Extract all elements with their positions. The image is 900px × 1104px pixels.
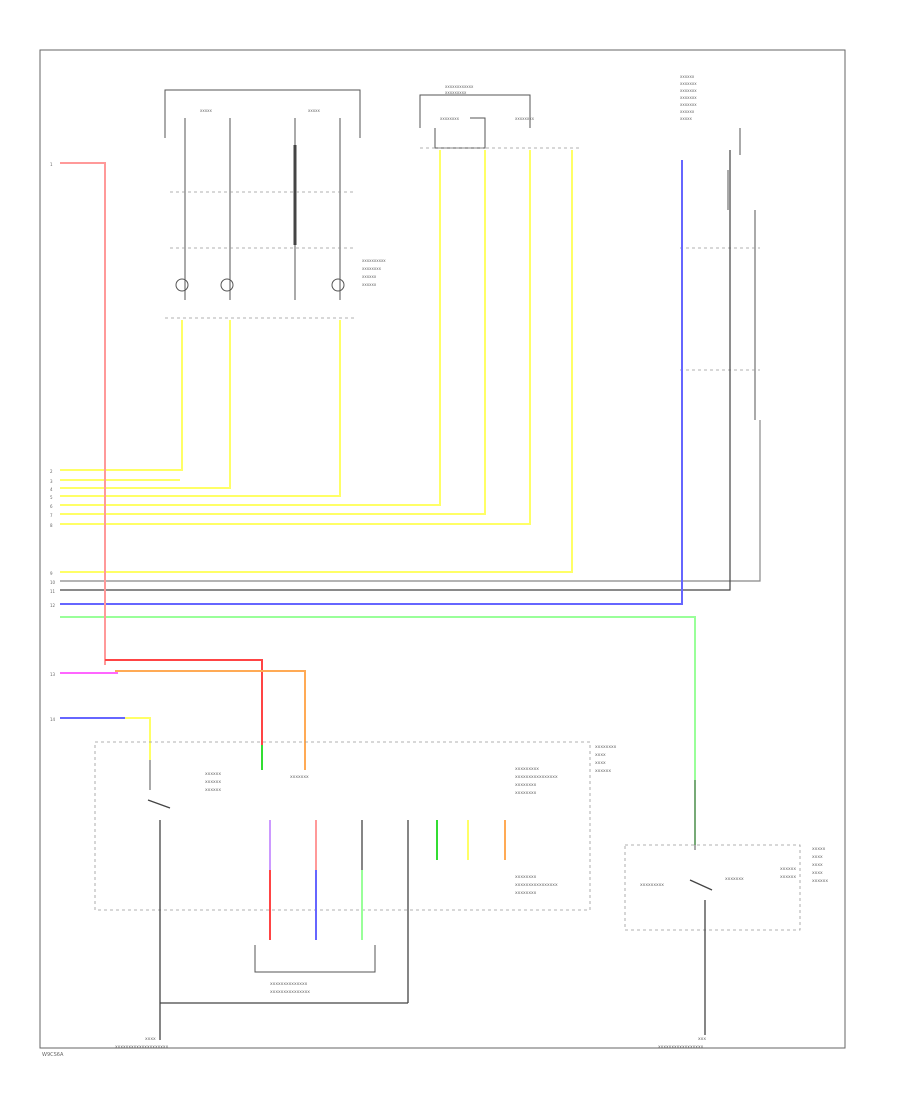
svg-text:xxxxxxxx: xxxxxxxx	[515, 891, 537, 896]
svg-text:xxxxxxxxxxxx: xxxxxxxxxxxx	[445, 84, 474, 89]
black-wire	[60, 150, 731, 591]
svg-text:xxxxxx: xxxxxx	[680, 74, 695, 79]
ground-label-left-1: xxxx	[145, 1037, 156, 1042]
pin-label-14: 14	[50, 717, 56, 722]
pink-wire	[60, 162, 106, 665]
pin-label-7: 7	[50, 513, 53, 518]
svg-text:xxxxxx: xxxxxx	[812, 879, 828, 884]
svg-text:xxxxxx: xxxxxx	[780, 867, 796, 872]
top-connector: xxxxxxxxxxxx xxxxxxxxx xxxxxxxx xxxxxxxx	[419, 84, 580, 149]
diagram-frame	[39, 49, 846, 1049]
svg-text:xxxxxxxx: xxxxxxxx	[362, 266, 382, 271]
gray-wire	[60, 420, 761, 582]
svg-text:xxxxxx: xxxxxx	[205, 780, 221, 785]
svg-text:xxxxxx: xxxxxx	[780, 875, 796, 880]
svg-text:xxxxxxx: xxxxxxx	[680, 102, 697, 107]
svg-text:xxxxxxxxxxxxxxxxx: xxxxxxxxxxxxxxxxx	[658, 1045, 704, 1050]
pin-label-9: 9	[50, 571, 53, 576]
svg-text:xxxx: xxxx	[812, 871, 823, 876]
ground-label-left-2: xxxxxxxxxxxxxxxxxxxx	[115, 1045, 169, 1050]
svg-text:xxxxx: xxxxx	[308, 108, 320, 113]
bottom-connector	[254, 945, 376, 973]
svg-text:xxxxxxxxxx: xxxxxxxxxx	[362, 258, 386, 263]
bottom-connector-label-2: xxxxxxxxxxxxxxx	[270, 990, 310, 995]
bottom-left-module: xxxxxx xxxxxx xxxxxx xxxxxxx xxxxxxxxx x…	[94, 741, 617, 1040]
svg-text:xxxxxxx: xxxxxxx	[680, 81, 697, 86]
green-wire	[60, 616, 696, 845]
svg-text:xxxx: xxxx	[595, 753, 606, 758]
svg-text:xxxxx: xxxxx	[200, 108, 212, 113]
pin-label-8: 8	[50, 523, 53, 528]
bottom-right-module: xxxxxxxxx xxxxxxx xxxxxx xxxxxx xxxxx xx…	[624, 780, 828, 1050]
svg-text:xxxx: xxxx	[812, 855, 823, 860]
yellow-wire-group	[60, 150, 573, 573]
svg-text:xxxxxxxxx: xxxxxxxxx	[640, 883, 664, 888]
svg-text:xxxx: xxxx	[595, 761, 606, 766]
svg-text:xxxxxxxxxxxxxxxx: xxxxxxxxxxxxxxxx	[515, 883, 558, 888]
svg-text:xxxxxxxxx: xxxxxxxxx	[445, 90, 467, 95]
pin-label-2: 2	[50, 469, 53, 474]
svg-text:xxxxx: xxxxx	[812, 847, 826, 852]
svg-text:xxxxxxx: xxxxxxx	[680, 88, 697, 93]
svg-text:xxxxxxxx: xxxxxxxx	[515, 875, 537, 880]
orange-wire	[115, 670, 306, 745]
svg-text:xxxxxx: xxxxxx	[205, 788, 221, 793]
pin-label-6: 6	[50, 504, 53, 509]
footer-code: W9CS6A	[42, 1052, 64, 1058]
svg-text:xxxxxxxx: xxxxxxxx	[515, 116, 535, 121]
seat-sensor-module: xxxxx xxxxx xxxxxxxxxx xxxxxxxx xxxxxx x…	[164, 89, 386, 319]
svg-text:xxxxxxxx: xxxxxxxx	[515, 791, 537, 796]
svg-text:xxxxxx: xxxxxx	[362, 282, 377, 287]
blue-wire	[60, 160, 683, 605]
svg-text:xxxxxxx: xxxxxxx	[290, 775, 309, 780]
svg-text:xxxxxxxxx: xxxxxxxxx	[515, 767, 539, 772]
svg-text:xxxxx: xxxxx	[680, 116, 692, 121]
svg-text:xxxxxxxx: xxxxxxxx	[595, 745, 617, 750]
pin-label-10: 10	[50, 580, 56, 585]
pin-label-11: 11	[50, 589, 56, 594]
left-pin-labels: 1 2 3 4 5 6 7 8 9 10 11 12 13 14	[50, 162, 56, 722]
svg-text:xxxxxxx: xxxxxxx	[725, 877, 744, 882]
top-right-module: xxxxxx xxxxxxx xxxxxxx xxxxxxx xxxxxxx x…	[680, 74, 760, 420]
svg-text:xxxxxx: xxxxxx	[680, 109, 695, 114]
svg-text:xxxx: xxxx	[812, 863, 823, 868]
pin-label-4: 4	[50, 487, 53, 492]
red-wire	[105, 659, 263, 745]
svg-text:xxxxxxxxxxxxxxxx: xxxxxxxxxxxxxxxx	[515, 775, 558, 780]
pin-label-1: 1	[50, 162, 53, 167]
svg-text:xxxxxxxx: xxxxxxxx	[515, 783, 537, 788]
svg-text:xxxxxxxx: xxxxxxxx	[440, 116, 460, 121]
svg-text:xxxxxx: xxxxxx	[362, 274, 377, 279]
pin-label-5: 5	[50, 495, 53, 500]
svg-text:xxxxxx: xxxxxx	[595, 769, 611, 774]
yellow-stub-wire	[125, 717, 151, 760]
bottom-connector-label-1: xxxxxxxxxxxxxx	[270, 982, 308, 987]
pin-label-12: 12	[50, 603, 56, 608]
svg-text:xxx: xxx	[698, 1037, 706, 1042]
svg-text:xxxxxxx: xxxxxxx	[680, 95, 697, 100]
pin-label-3: 3	[50, 479, 53, 484]
svg-text:xxxxxx: xxxxxx	[205, 772, 221, 777]
pin-label-13: 13	[50, 672, 56, 677]
